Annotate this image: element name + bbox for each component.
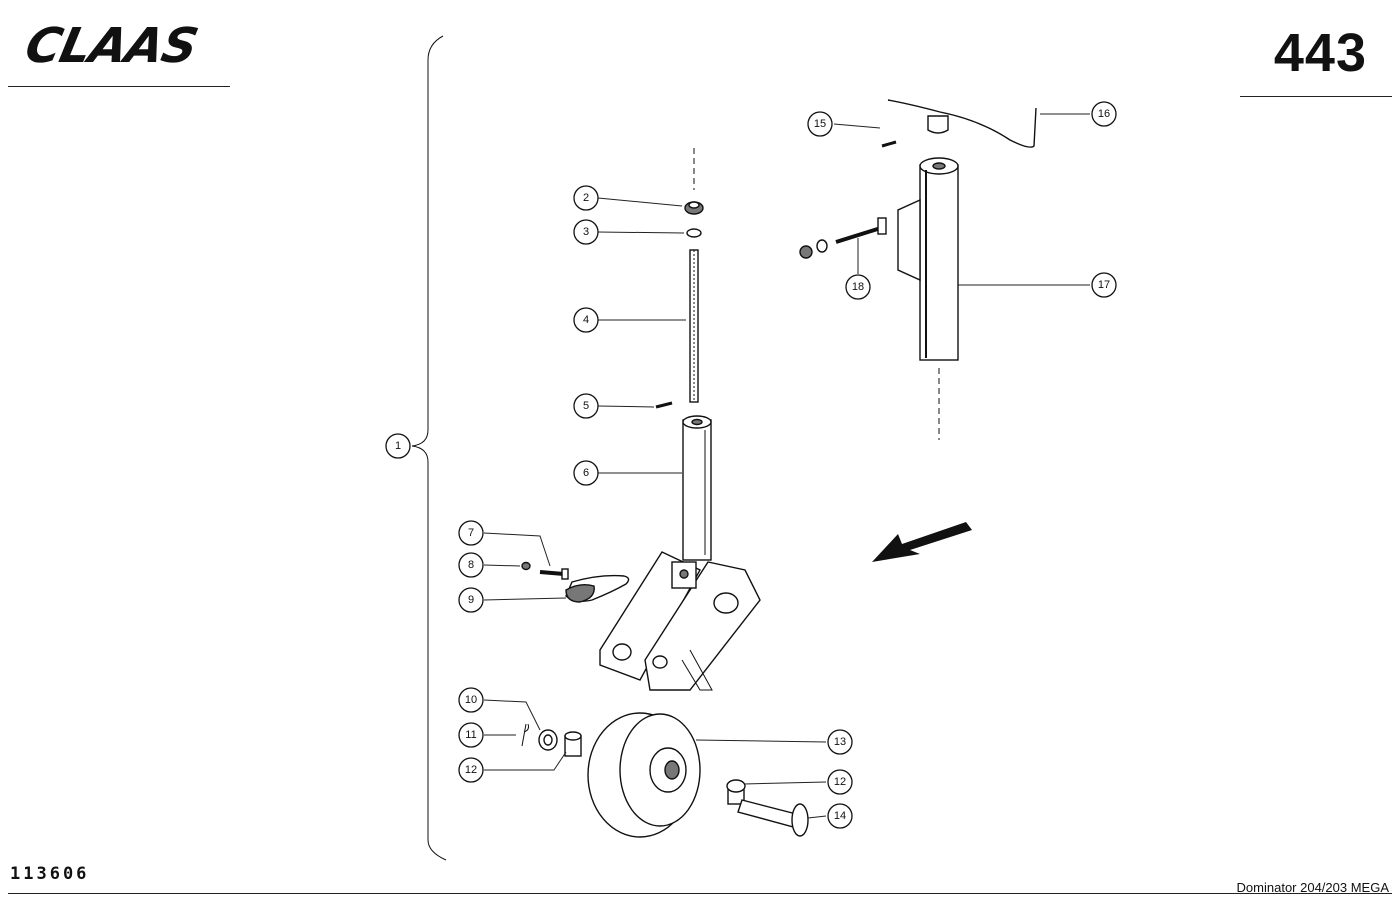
part-14-axle-pin [737,799,809,837]
header-rule-left [8,86,230,87]
part-13-wheel [587,712,701,838]
svg-text:CLAAS: CLAAS [21,20,202,68]
part-12-bushing-right [726,779,746,805]
callout-9: 9 [458,587,484,613]
svg-text:9: 9 [468,594,474,606]
callout-11: 11 [458,722,484,748]
callout-17: 17 [1091,272,1117,298]
svg-text:18: 18 [852,281,864,293]
svg-text:12: 12 [465,764,477,776]
callout-12-right: 12 [827,769,853,795]
assembly-bracket [411,35,447,861]
callout-15: 15 [807,111,833,137]
callout-13: 13 [827,729,853,755]
svg-text:8: 8 [468,559,474,571]
svg-text:11: 11 [465,729,476,741]
callout-4: 4 [573,307,599,333]
callout-12-left: 12 [458,757,484,783]
svg-text:7: 7 [468,527,474,539]
part-3-washer [686,228,702,238]
model-name: Dominator 204/203 MEGA [1236,880,1389,895]
part-2-nut [684,201,704,215]
part-4-threaded-spindle [689,249,699,403]
callout-2: 2 [573,185,599,211]
part-5-pin [655,401,673,409]
callout-10: 10 [458,687,484,713]
part-17-outer-tube [897,157,959,361]
callout-18: 18 [845,274,871,300]
page-number: 443 [1273,23,1367,83]
part-11-cotter-pin [521,723,529,747]
part-16-handle [887,99,1037,148]
part-18-bolt [799,217,887,259]
callout-1: 1 [385,433,411,459]
callout-6: 6 [573,460,599,486]
svg-text:4: 4 [583,314,589,326]
svg-text:2: 2 [583,192,589,204]
claas-logo: CLAAS [21,20,202,68]
callout-14: 14 [827,803,853,829]
direction-arrow [872,522,972,562]
svg-text:16: 16 [1098,108,1110,120]
part-8-nut [521,561,531,571]
part-7-bolt [539,568,569,580]
svg-text:17: 17 [1098,279,1110,291]
svg-text:5: 5 [583,400,589,412]
part-9-crank-handle [565,574,630,603]
callout-3: 3 [573,219,599,245]
document-number: 113606 [10,864,90,884]
svg-text:12: 12 [834,776,846,788]
svg-text:1: 1 [395,440,401,452]
svg-text:10: 10 [465,694,477,706]
svg-text:13: 13 [834,736,846,748]
foot-bracket [599,551,761,691]
part-15-pin [881,140,897,148]
footer-rule [8,893,1392,894]
callout-7: 7 [458,520,484,546]
header-rule-right [1240,96,1392,97]
callout-8: 8 [458,552,484,578]
part-6-inner-tube [682,415,712,561]
part-12-bushing-left [564,731,582,757]
callout-5: 5 [573,393,599,419]
svg-text:3: 3 [583,226,589,238]
svg-text:14: 14 [834,810,846,822]
svg-text:6: 6 [583,467,589,479]
svg-text:15: 15 [814,118,826,130]
callout-16: 16 [1091,101,1117,127]
